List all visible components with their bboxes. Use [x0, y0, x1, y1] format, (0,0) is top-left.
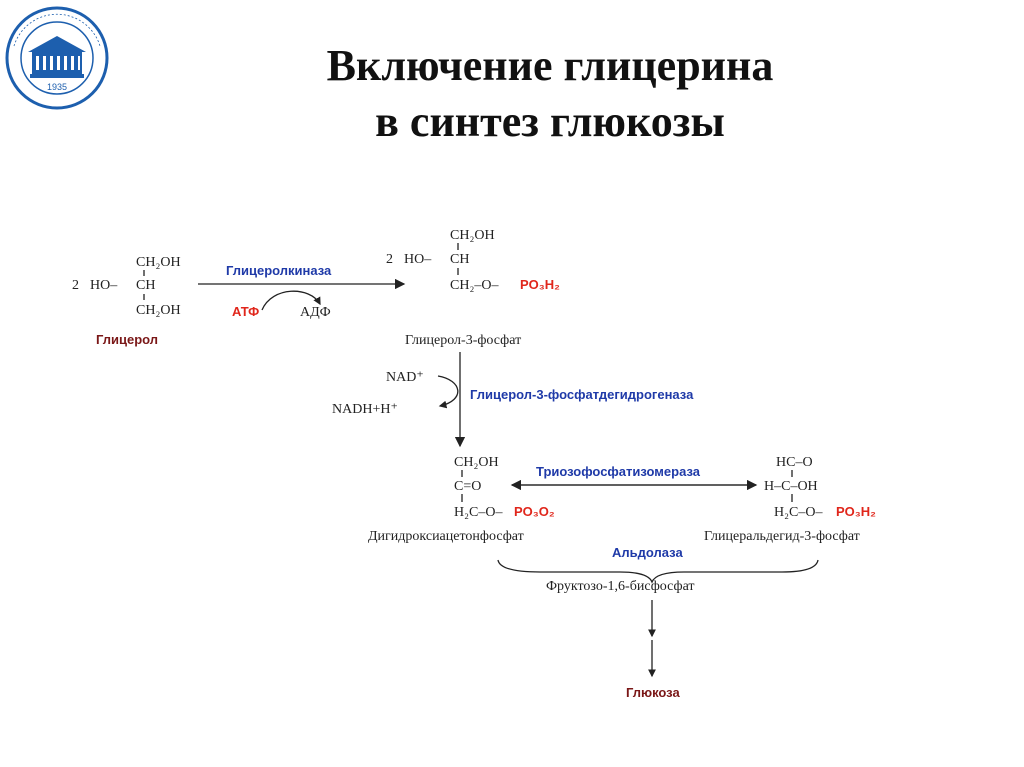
g3p-line-1: CH₂OH: [450, 228, 495, 243]
g3p-label: Глицерол-3-фосфат: [405, 333, 521, 348]
nad-curve-arrow: [437, 375, 459, 409]
glucose-label: Глюкоза: [626, 685, 680, 700]
gap-label: Глицеральдегид-3-фосфат: [704, 529, 860, 544]
title-line-2: в синтез глюкозы: [375, 97, 725, 146]
glycerol-coef: 2: [72, 278, 79, 293]
gap-phosphate: PO₃H₂: [836, 504, 876, 519]
logo-year: 1935: [47, 82, 67, 92]
g3p-phosphate: PO₃H₂: [520, 277, 560, 292]
glycerol-line-2-right: CH: [136, 278, 155, 293]
page-title: Включение глицерина в синтез глюкозы: [180, 38, 920, 150]
dhap-label: Дигидроксиацетонфосфат: [368, 529, 524, 544]
gap-line-3-left: H₂C–O–: [774, 505, 823, 520]
adp-label: АДФ: [300, 305, 331, 320]
dhap-phosphate: PO₃O₂: [514, 504, 555, 519]
atp-adp-curve-arrow: [261, 290, 321, 311]
g3p-line-2-right: CH: [450, 252, 469, 267]
g3p-coef: 2: [386, 252, 393, 267]
glycerol-line-2-left: HO–: [90, 278, 118, 293]
gap-line-1: HC–O: [776, 455, 813, 470]
university-logo: 1935: [5, 6, 109, 110]
enzyme-g3p-dehydrogenase: Глицерол-3-фосфатдегидрогеназа: [470, 387, 694, 402]
nadh-label: NADH+H⁺: [332, 402, 398, 417]
g3p-line-3-left: CH₂–O–: [450, 278, 499, 293]
dhap-structure: CH₂OH C=O H₂C–O– PO₃O₂ Дигидроксиацетонф…: [368, 455, 555, 544]
glycerol-structure: CH₂OH 2 HO– CH CH₂OH Глицерол: [72, 255, 181, 347]
gap-structure: HC–O H–C–OH H₂C–O– PO₃H₂ Глицеральдегид-…: [704, 455, 876, 544]
gap-line-2: H–C–OH: [764, 479, 818, 494]
enzyme-triose-phosphate-isomerase: Триозофосфатизомераза: [536, 464, 701, 479]
enzyme-glycerol-kinase: Глицеролкиназа: [226, 263, 332, 278]
nad-label: NAD⁺: [386, 370, 424, 385]
g3p-line-2-left: HO–: [404, 252, 432, 267]
dhap-line-3-left: H₂C–O–: [454, 505, 503, 520]
glycerol-line-1: CH₂OH: [136, 255, 181, 270]
atp-label: АТФ: [232, 304, 259, 319]
enzyme-aldolase: Альдолаза: [612, 545, 683, 560]
fbp-label: Фруктозо-1,6-бисфосфат: [546, 579, 695, 594]
dhap-line-1: CH₂OH: [454, 455, 499, 470]
title-line-1: Включение глицерина: [326, 41, 774, 90]
dhap-line-2: C=O: [454, 479, 481, 494]
g3p-structure: CH₂OH 2 HO– CH CH₂–O– PO₃H₂ Глицерол-3-ф…: [386, 228, 560, 348]
glycerol-line-3: CH₂OH: [136, 303, 181, 318]
aldolase-brace: [497, 559, 819, 584]
glycerol-label: Глицерол: [96, 332, 158, 347]
